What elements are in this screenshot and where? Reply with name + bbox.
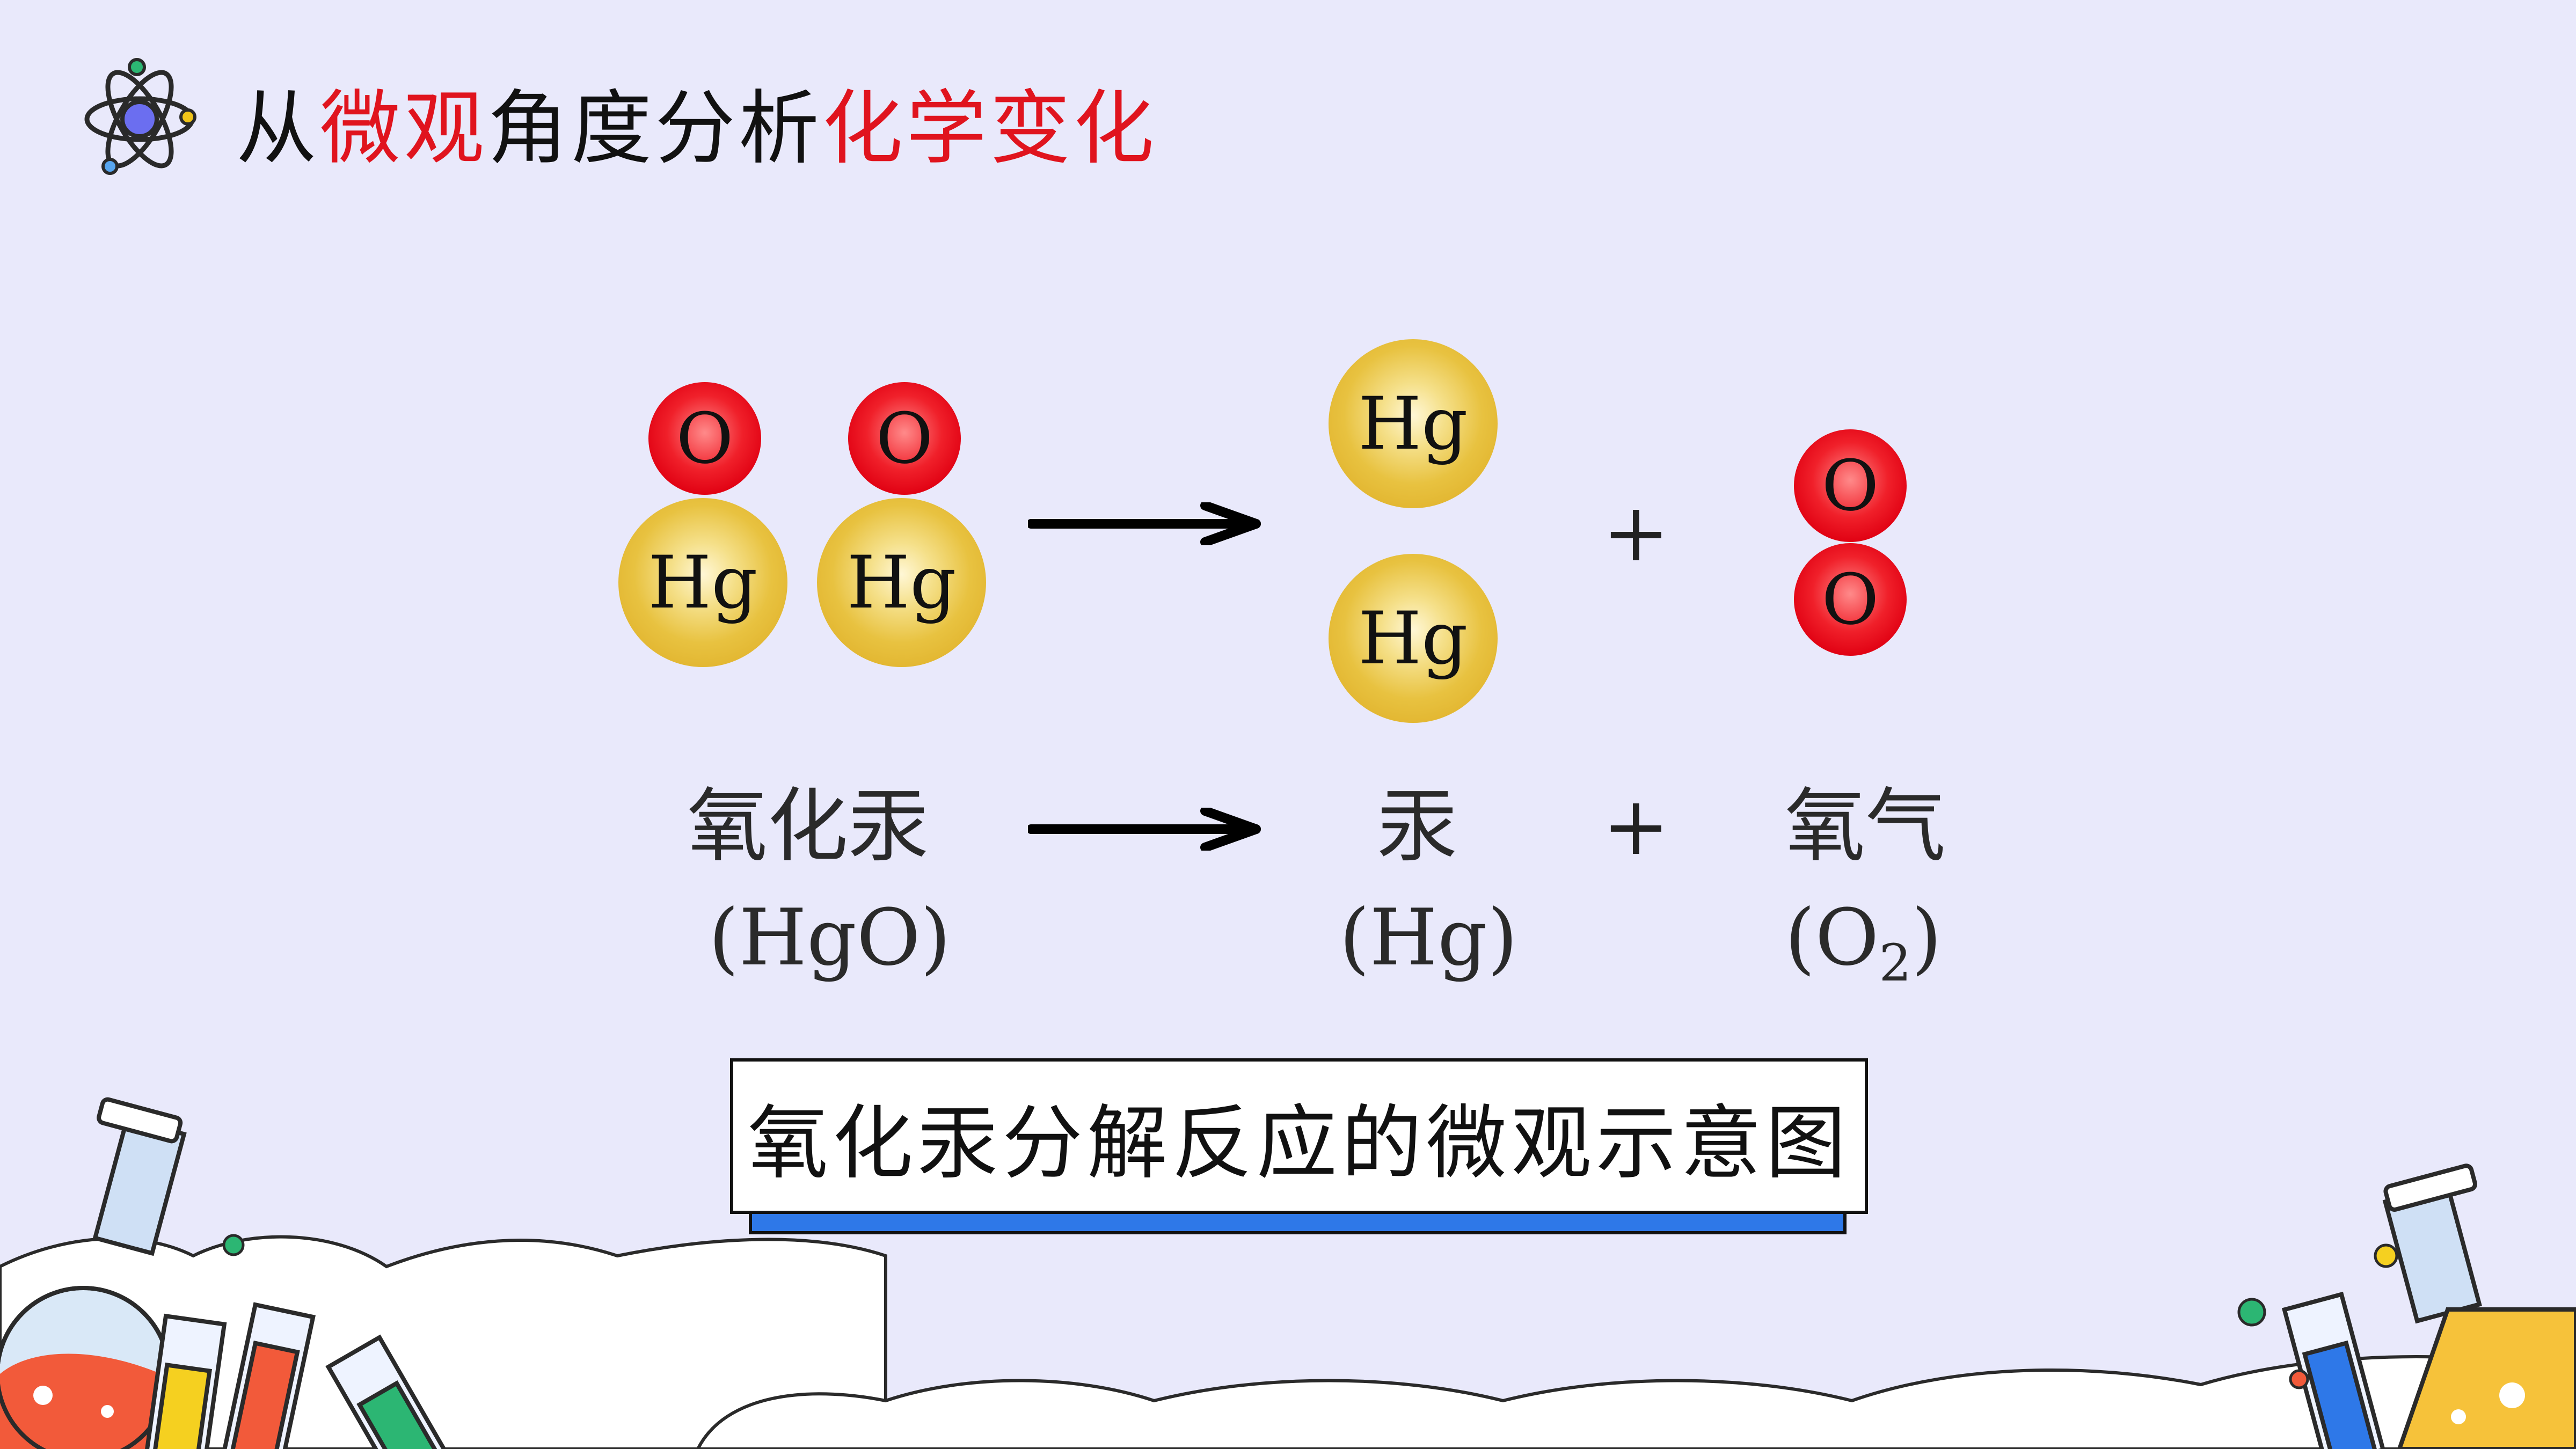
left-flask-icon: [0, 1097, 187, 1449]
oxygen-atom: O: [1794, 429, 1907, 542]
oxygen-formula-prefix: (O: [1785, 892, 1879, 983]
atom-icon: [84, 58, 196, 175]
left-test-tubes-icon: [144, 1302, 453, 1449]
title-part-4: 化学变化: [822, 82, 1158, 175]
page-title: 从微观角度分析化学变化: [236, 75, 1157, 182]
word-equation-arrow-icon: [1028, 808, 1261, 851]
mercury-name: 汞: [1377, 780, 1458, 873]
mercury-atom: Hg: [1329, 554, 1498, 723]
bubble-icon: [222, 1234, 245, 1256]
oxygen-atom: O: [648, 382, 761, 495]
bubble-icon: [2374, 1243, 2398, 1268]
right-flask-icon: [2382, 1163, 2576, 1449]
caption-text: 氧化汞分解反应的微观示意图: [747, 1096, 1850, 1190]
right-test-tubes-icon: [2281, 1291, 2386, 1449]
caption-box: 氧化汞分解反应的微观示意图: [730, 1058, 1868, 1214]
mercury-atom: Hg: [618, 498, 787, 667]
oxygen-name: 氧气: [1785, 780, 1946, 873]
reactant-name: 氧化汞: [687, 780, 929, 873]
title-part-2: 微观: [320, 82, 488, 175]
mercury-atom: Hg: [1329, 339, 1498, 508]
plus-sign: +: [1602, 486, 1670, 580]
reactant-formula: (HgO): [709, 892, 951, 983]
oxygen-formula-suffix: ): [1911, 892, 1942, 983]
mercury-atom: Hg: [817, 498, 986, 667]
plus-sign: +: [1602, 780, 1670, 873]
bubble-icon: [2237, 1298, 2266, 1327]
oxygen-atom: O: [848, 382, 961, 495]
title-part-1: 从: [236, 82, 320, 175]
reaction-arrow-icon: [1028, 502, 1261, 545]
mercury-formula: (Hg): [1339, 892, 1518, 983]
oxygen-formula-subscript: 2: [1879, 934, 1911, 993]
title-part-3: 角度分析: [487, 82, 823, 175]
bottom-decoration: [0, 1097, 2576, 1449]
oxygen-atom: O: [1794, 543, 1907, 656]
oxygen-formula: (O2): [1785, 899, 1942, 989]
bubble-icon: [2289, 1369, 2309, 1389]
